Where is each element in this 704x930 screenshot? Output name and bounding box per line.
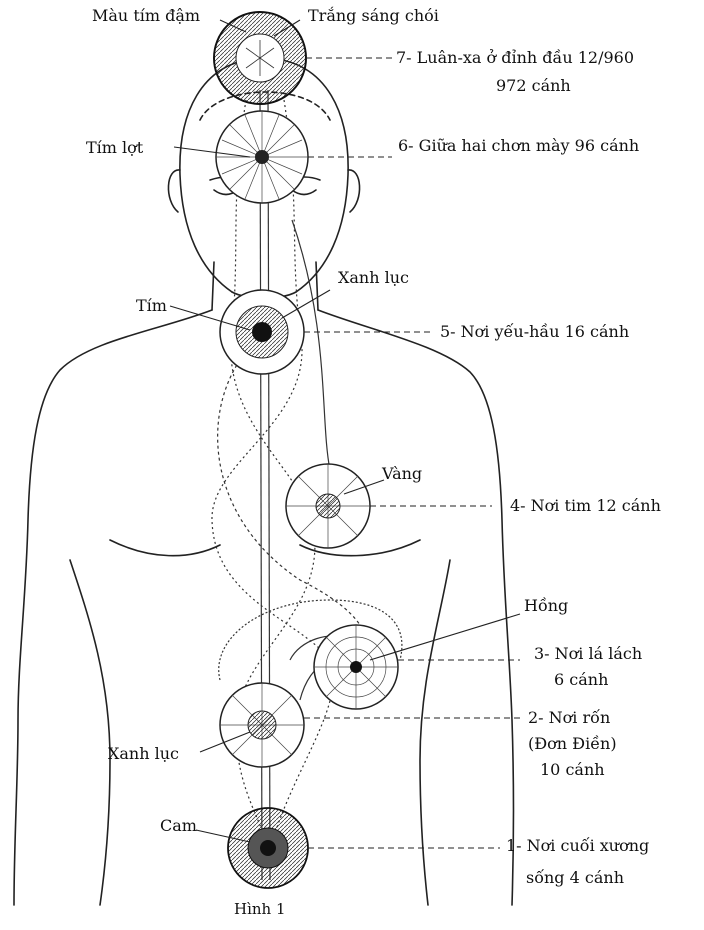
label-chakra-1-petals: sống 4 cánh (526, 868, 624, 888)
label-chakra-7-petals: 972 cánh (496, 76, 571, 96)
chakra-3-spleen (314, 625, 398, 709)
label-chakra-3-petals: 6 cánh (554, 670, 608, 690)
figure-caption: Hình 1 (234, 900, 286, 918)
label-root-color-orange: Cam (160, 816, 197, 836)
label-chakra-7: 7- Luân-xa ở đỉnh đầu 12/960 (396, 48, 634, 68)
label-chakra-5: 5- Nơi yếu-hầu 16 cánh (440, 322, 629, 342)
chakra-2-navel (220, 683, 304, 767)
chakra-5-throat (220, 290, 304, 374)
chakra-6-brow (216, 111, 308, 203)
label-chakra-2: 2- Nơi rốn (528, 708, 610, 728)
label-chakra-3: 3- Nơi lá lách (534, 644, 642, 664)
label-spleen-color-pink: Hồng (524, 596, 568, 616)
label-heart-color-yellow: Vàng (382, 464, 422, 484)
label-brow-color-light-violet: Tím lợt (86, 138, 143, 158)
chakra-7-crown (214, 12, 306, 104)
label-chakra-4: 4- Nơi tim 12 cánh (510, 496, 661, 516)
label-chakra-2-subtitle: (Đơn Điền) (528, 734, 617, 754)
label-navel-color-green: Xanh lục (108, 744, 179, 764)
label-crown-color-brilliant-white: Trắng sáng chói (308, 6, 439, 26)
chakra-4-heart (286, 464, 370, 548)
label-chakra-2-petals: 10 cánh (540, 760, 605, 780)
chakra-1-root (228, 808, 308, 888)
label-chakra-6: 6- Giữa hai chơn mày 96 cánh (398, 136, 639, 156)
label-chakra-1: 1- Nơi cuối xương (506, 836, 649, 856)
label-throat-color-violet: Tím (136, 296, 167, 316)
label-throat-color-green: Xanh lục (338, 268, 409, 288)
label-crown-color-dark-violet: Màu tím đậm (92, 6, 200, 26)
